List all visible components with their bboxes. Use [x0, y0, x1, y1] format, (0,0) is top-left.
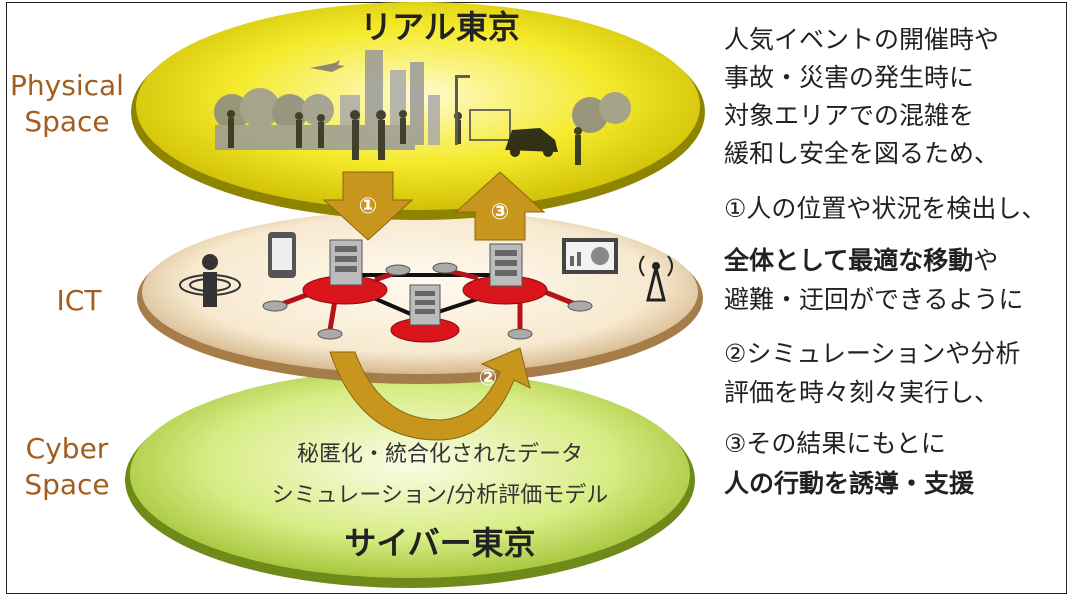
arrow-three-number: ③ [490, 200, 510, 225]
layer-diagram [125, 2, 705, 588]
explanation-line-5: ①人の位置や状況を検出し、 [724, 194, 1047, 223]
explanation-line-3: 対象エリアでの混雑を [724, 101, 975, 130]
cyber-tokyo-title: サイバー東京 [344, 524, 536, 562]
explanation-line-4: 緩和し安全を図るため、 [724, 139, 1000, 168]
explanation-line-6-rest: や [973, 246, 999, 275]
arrow-one-number: ① [358, 194, 378, 219]
cyber-data-text: 秘匿化・統合化されたデータ [296, 442, 583, 467]
arrow-two-number: ② [478, 366, 498, 391]
person-sensor-icon [179, 254, 241, 307]
server-network-icon [262, 239, 593, 343]
chart-monitor-icon [562, 238, 618, 274]
smartphone-icon [268, 232, 296, 278]
explanation-line-6: 全体として最適な移動や [724, 245, 998, 277]
cyber-model-text: シミュレーション/分析評価モデル [271, 483, 609, 508]
explanation-line-11: 人の行動を誘導・支援 [724, 468, 974, 500]
real-tokyo-title: リアル東京 [360, 8, 520, 46]
explanation-line-10: ③その結果にもとに [724, 429, 946, 458]
arrow-two-curved-icon [329, 347, 531, 441]
explanation-line-8: ②シミュレーションや分析 [724, 339, 1021, 368]
explanation-line-9: 評価を時々刻々実行し、 [724, 378, 1000, 407]
ict-label: ICT [56, 284, 102, 317]
explanation-line-7: 避難・迂回ができるように [724, 285, 1024, 314]
arrow-one-down-icon [322, 171, 414, 241]
explanation-line-1: 人気イベントの開催時や [724, 25, 1000, 54]
arrow-three-up-icon [454, 171, 546, 241]
explanation-line-11-bold: 人の行動を誘導・支援 [724, 469, 975, 498]
physical-space-label: Physical Space [10, 69, 124, 138]
explanation-line-6-bold: 全体として最適な移動 [724, 246, 974, 275]
antenna-icon [639, 255, 673, 302]
cyber-layer [125, 370, 695, 588]
cyber-space-label: Cyber Space [24, 432, 110, 501]
explanation-line-2: 事故・災害の発生時に [724, 63, 975, 92]
city-silhouette-icon [214, 50, 631, 165]
